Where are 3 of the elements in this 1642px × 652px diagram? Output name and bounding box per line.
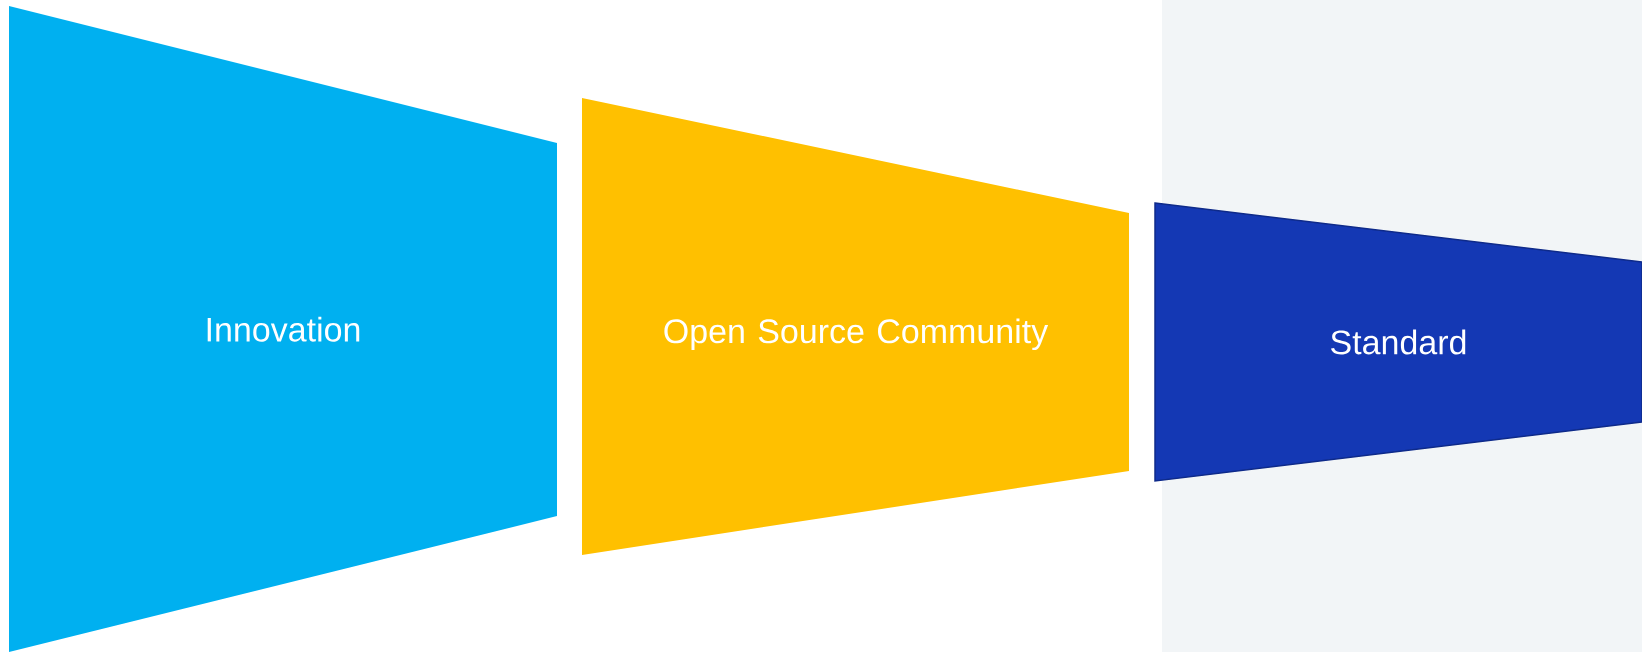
trapezoid-box: Standard [1154, 202, 1642, 482]
trapezoid-box: Innovation [9, 6, 557, 652]
trapezoid-box: Open Source Community [582, 98, 1129, 555]
